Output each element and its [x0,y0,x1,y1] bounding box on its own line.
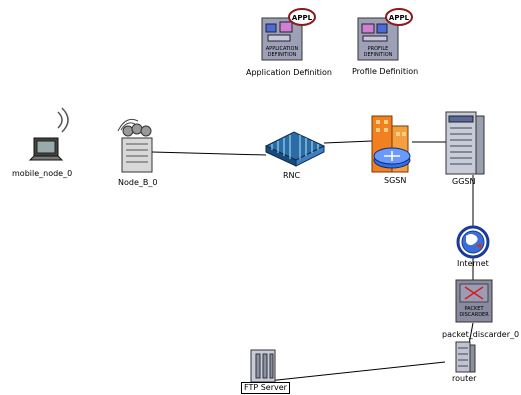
internet-label: Internet [457,259,489,268]
ftp-server-label: FTP Server [241,382,290,394]
svg-text:PROFILE: PROFILE [368,46,389,52]
node-b-label: Node_B_0 [118,178,158,187]
svg-text:DEFINITION: DEFINITION [268,52,297,58]
sgsn-icon[interactable] [371,115,411,173]
svg-text:APPL: APPL [292,14,313,22]
svg-text:DISCARDER: DISCARDER [459,312,489,318]
rnc-icon[interactable] [264,131,326,167]
sgsn-label: SGSN [384,176,407,185]
ggsn-icon[interactable] [445,111,485,175]
router-icon[interactable] [455,341,476,373]
network-links [151,140,474,382]
profile-definition-icon[interactable]: PROFILE DEFINITION APPL [357,8,413,61]
ftp-server-icon[interactable] [250,349,276,383]
link-rnc-sgsn[interactable] [323,140,373,144]
packet-discarder-label: packet_discarder_0 [442,330,520,339]
svg-text:APPLICATION: APPLICATION [266,46,299,52]
link-packet-router[interactable] [468,322,474,345]
application-definition-label: Application Definition [246,68,332,77]
svg-text:PACKET: PACKET [464,306,484,312]
profile-definition-label: Profile Definition [352,67,419,76]
application-definition-icon[interactable]: APPLICATION DEFINITION APPL [261,8,316,61]
rnc-label: RNC [283,171,301,180]
mobile-node-label: mobile_node_0 [12,169,73,178]
laptop-icon[interactable] [28,107,69,161]
packet-discarder-icon[interactable]: PACKET DISCARDER [455,279,493,323]
link-router-ftp[interactable] [267,361,446,382]
node-b-icon[interactable] [117,118,153,173]
svg-text:APPL: APPL [389,14,410,22]
router-label: router [452,374,477,383]
internet-globe-icon[interactable] [456,225,490,259]
link-nodeb-rnc[interactable] [151,151,267,156]
ggsn-label: GGSN [452,177,476,186]
svg-text:DEFINITION: DEFINITION [364,52,393,58]
